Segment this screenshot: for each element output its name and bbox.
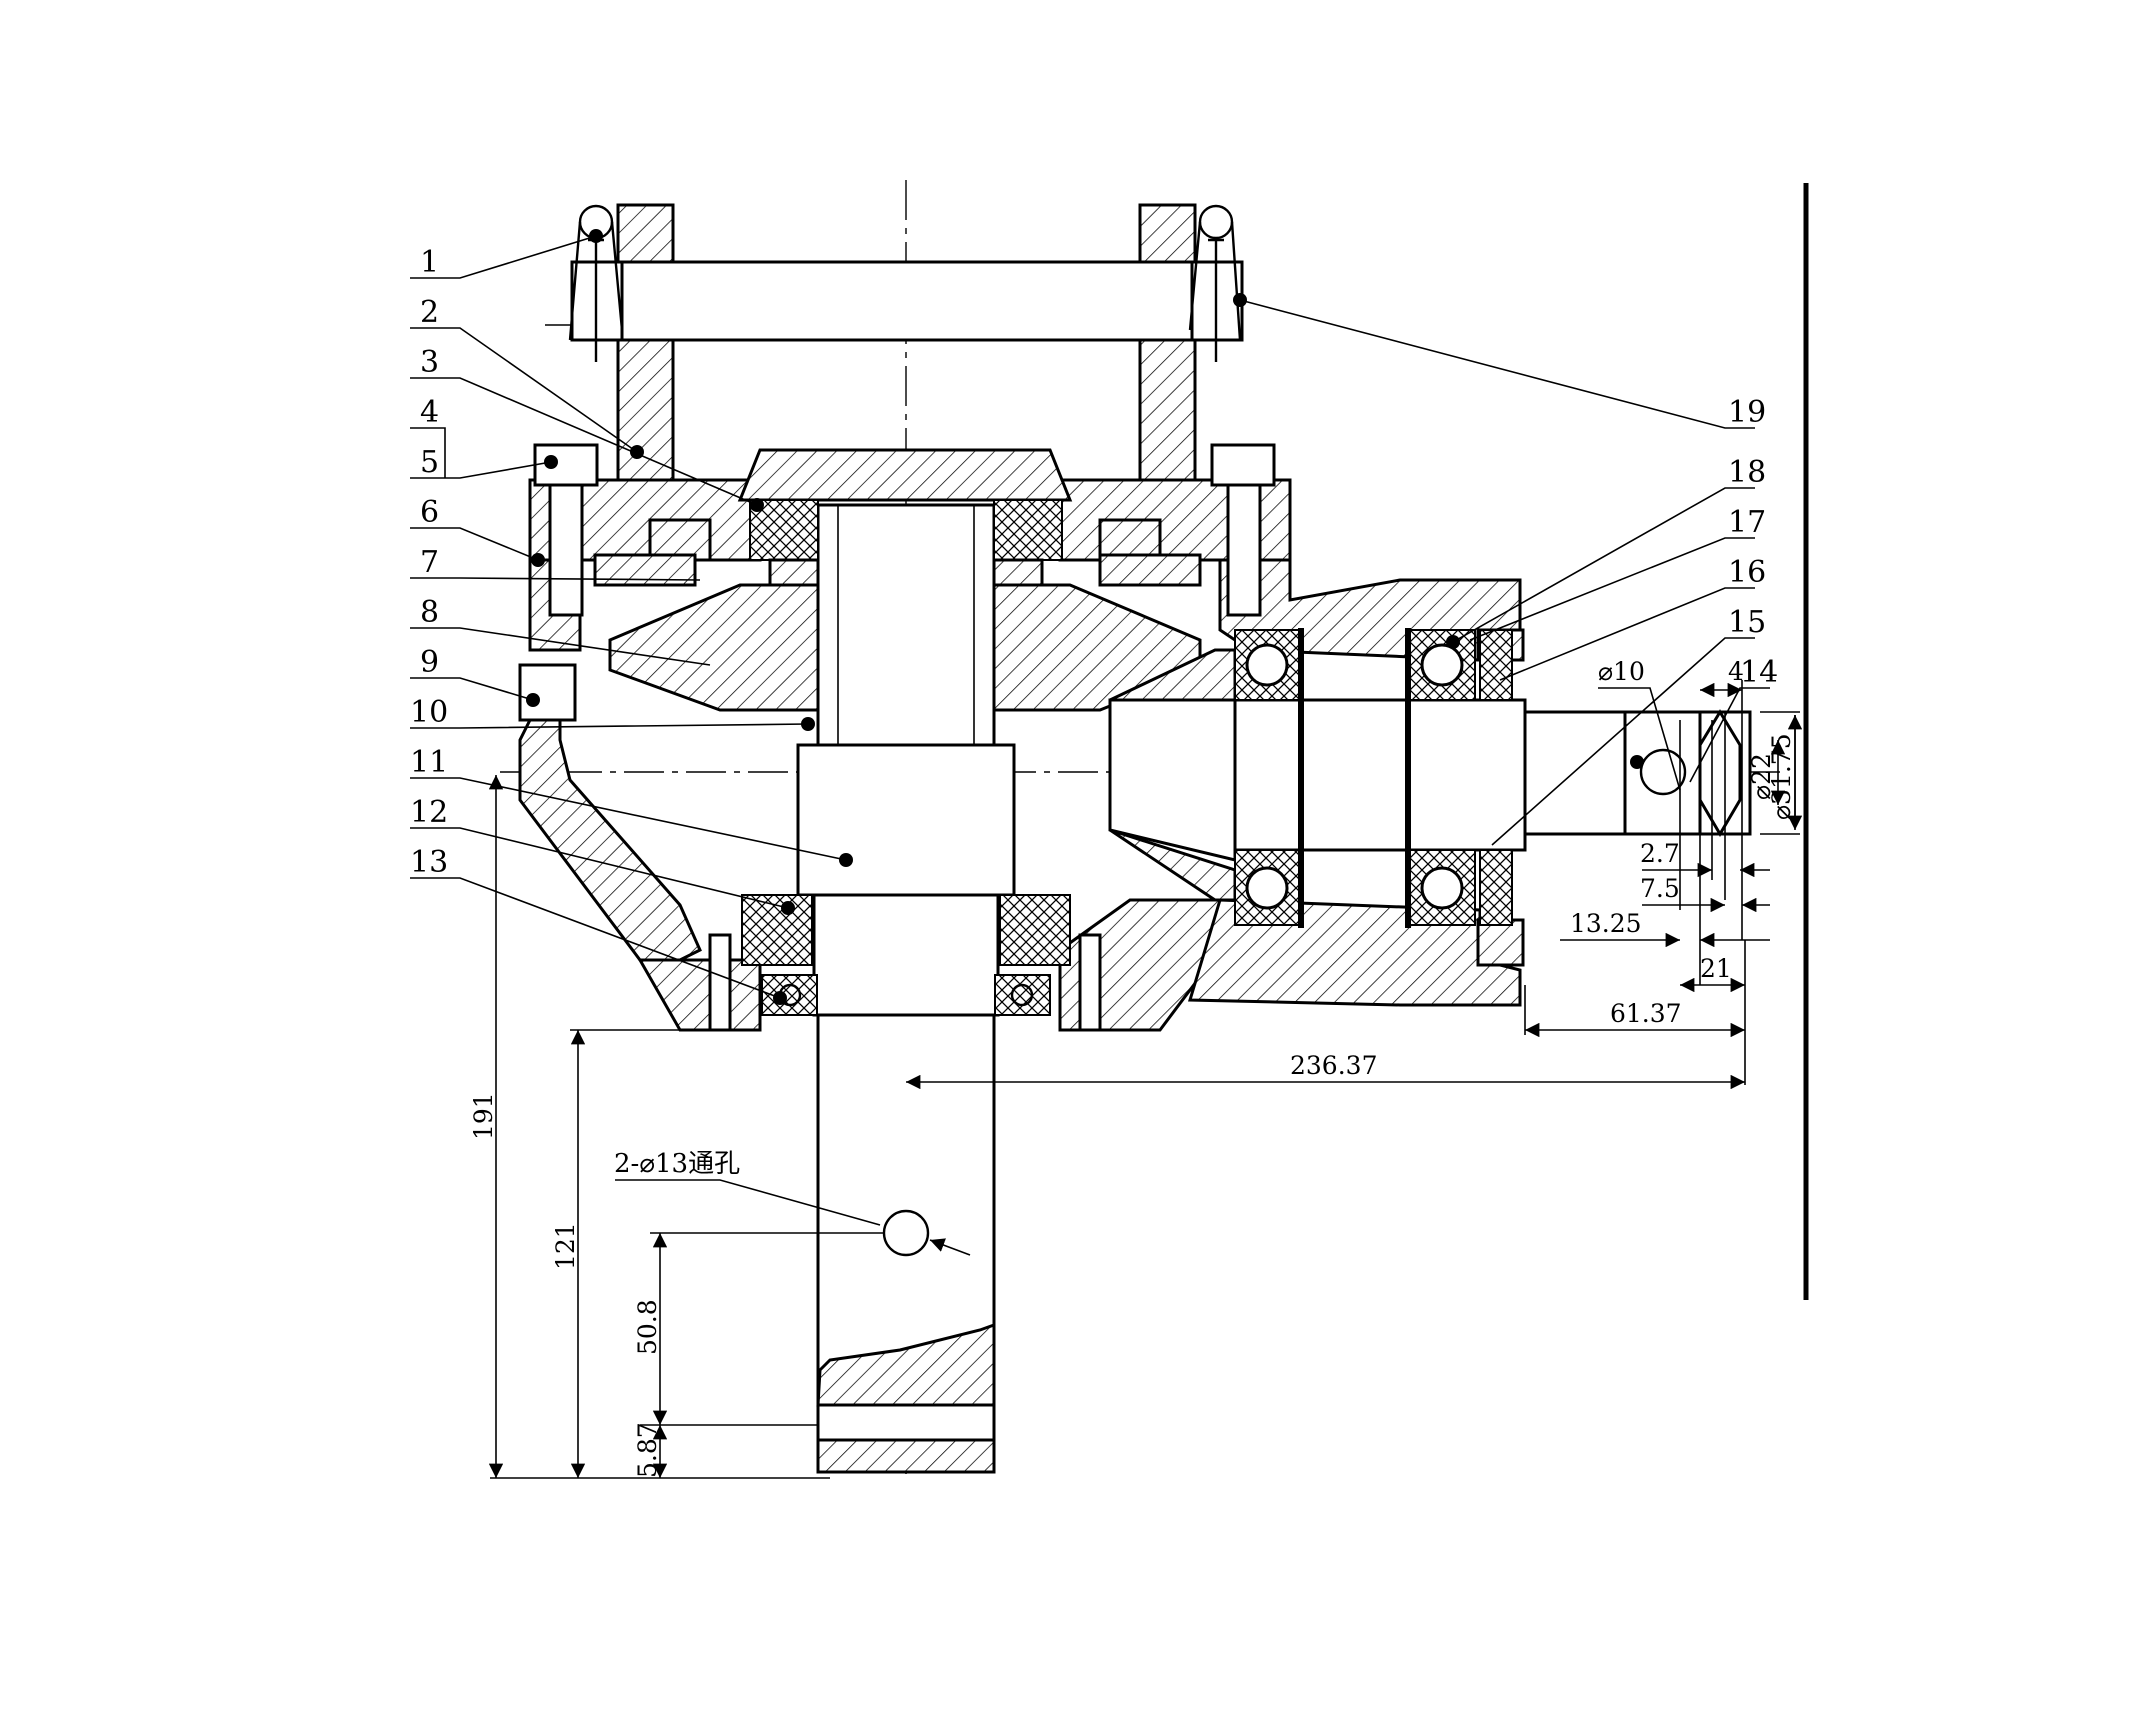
top-cover — [528, 448, 1292, 562]
right-dimension-lines — [906, 680, 1803, 1090]
hole-note: 2-⌀13通孔 — [614, 1149, 740, 1179]
dim-7-5: 7.5 — [1640, 874, 1680, 903]
dim-phi22: ⌀22 — [1747, 753, 1776, 800]
part-label-14: 14 — [1740, 655, 1778, 690]
dim-5-87: 5.87 — [633, 1422, 662, 1478]
lower-bearings — [741, 894, 1071, 1016]
horizontal-shaft — [1233, 698, 1752, 852]
ball-bearings — [1234, 628, 1513, 928]
dim-191: 191 — [469, 1092, 498, 1140]
part-label-7: 7 — [420, 545, 439, 580]
part-label-12: 12 — [410, 795, 448, 830]
left-dimension-lines — [488, 775, 971, 1479]
vertical-shaft — [796, 503, 1016, 1474]
dim-2-7: 2.7 — [1640, 839, 1680, 868]
part-label-10: 10 — [410, 695, 448, 730]
part-label-3: 3 — [420, 345, 439, 380]
part-label-18: 18 — [1728, 455, 1766, 490]
part-label-8: 8 — [420, 595, 439, 630]
part-label-5: 5 — [420, 445, 439, 480]
part-label-4: 4 — [420, 395, 439, 430]
dim-phi10: ⌀10 — [1598, 657, 1645, 686]
dim-13-25: 13.25 — [1570, 909, 1642, 938]
dim-121: 121 — [551, 1222, 580, 1270]
bolts — [518, 443, 1276, 1032]
part-label-2: 2 — [420, 295, 439, 330]
part-label-1: 1 — [420, 245, 439, 280]
part-label-16: 16 — [1728, 555, 1766, 590]
part-label-15: 15 — [1728, 605, 1766, 640]
dim-21: 21 — [1700, 954, 1732, 983]
part-label-17: 17 — [1728, 505, 1766, 540]
large-bevel-gear — [593, 553, 1202, 712]
part-label-6: 6 — [420, 495, 439, 530]
dim-236-37: 236.37 — [1290, 1051, 1377, 1080]
part-label-11: 11 — [410, 745, 448, 780]
part-label-13: 13 — [410, 845, 448, 880]
dim-61-37: 61.37 — [1610, 999, 1682, 1028]
dim-50-8: 50.8 — [633, 1299, 662, 1355]
part-label-9: 9 — [420, 645, 439, 680]
dim-4: 4 — [1728, 657, 1744, 686]
leader-lines — [410, 235, 1770, 999]
part-label-19: 19 — [1728, 395, 1766, 430]
dim-phi31-75: ⌀31.75 — [1767, 733, 1796, 820]
